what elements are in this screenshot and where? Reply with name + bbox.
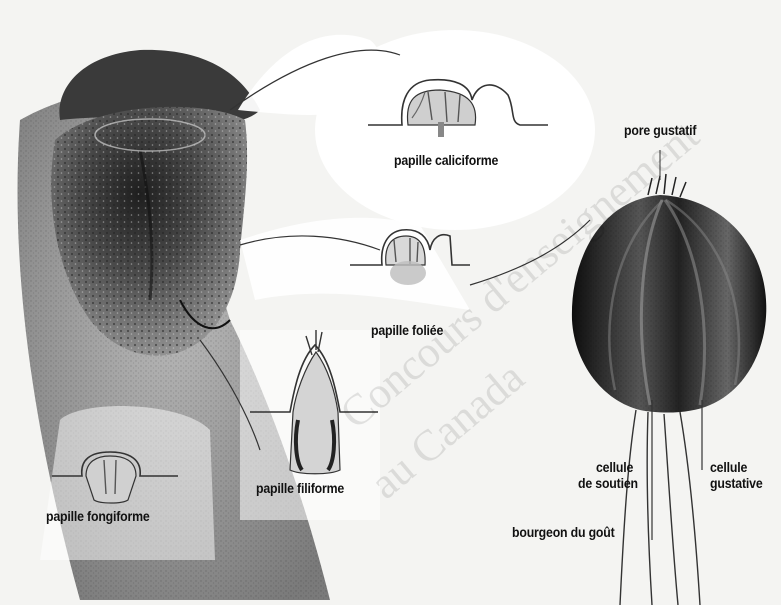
label-papille-caliciforme: papille caliciforme xyxy=(394,152,498,168)
label-papille-foliee: papille foliée xyxy=(371,322,443,338)
label-cellule-de-soutien-2: de soutien xyxy=(578,475,638,491)
label-cellule-gustative-2: gustative xyxy=(710,475,763,491)
label-pore-gustatif: pore gustatif xyxy=(624,122,696,138)
label-bourgeon-du-gout: bourgeon du goût xyxy=(512,524,615,540)
label-cellule-gustative-1: cellule xyxy=(710,459,747,475)
label-papille-filiforme: papille filiforme xyxy=(256,480,344,496)
label-papille-fongiforme: papille fongiforme xyxy=(46,508,150,524)
label-cellule-de-soutien-1: cellule xyxy=(596,459,633,475)
